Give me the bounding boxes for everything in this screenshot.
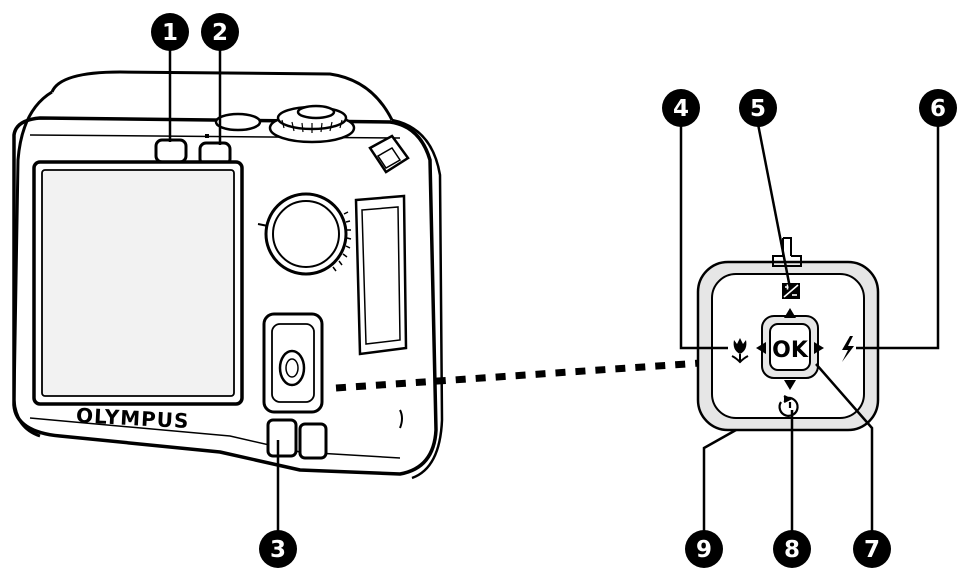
arrow-pad-enlarged: OK (696, 237, 880, 432)
callout-6-label: 6 (930, 96, 946, 122)
callout-8: 8 (773, 530, 811, 568)
callout-9-badge (685, 530, 723, 568)
callout-9-label: 9 (696, 537, 712, 563)
leader-lines (168, 40, 940, 534)
callout-4-badge (662, 89, 700, 127)
lcd-screen (32, 160, 244, 406)
callout-5-badge (739, 89, 777, 127)
callout-3-badge (259, 530, 297, 568)
brand-logo: OLYMPUS (76, 403, 190, 433)
top-dial (214, 104, 356, 144)
button-3-left[interactable] (266, 418, 298, 458)
callout-3-label: 3 (270, 537, 286, 563)
zoom-dial[interactable] (264, 192, 352, 276)
callout-2-label: 2 (212, 20, 228, 46)
callout-2-badge (201, 13, 239, 51)
exposure-compensation-icon (782, 283, 800, 299)
callout-8-label: 8 (784, 537, 800, 563)
arrow-down-icon[interactable] (784, 380, 796, 390)
camera-top-ridge (50, 70, 394, 121)
indicator-lamp (205, 134, 209, 138)
strap-eyelet (368, 134, 410, 174)
ok-button-label: OK (772, 338, 809, 363)
callout-6: 6 (919, 89, 957, 127)
self-timer-icon (778, 395, 799, 417)
callout-9: 9 (685, 530, 723, 568)
camera-bottom-bevel (29, 417, 401, 459)
camera-back (12, 70, 444, 480)
callout-5: 5 (739, 89, 777, 127)
callout-1: 1 (151, 13, 189, 51)
camera-arrow-pad[interactable] (262, 312, 324, 414)
macro-icon (731, 338, 749, 364)
callout-8-badge (773, 530, 811, 568)
camera-right-side (391, 118, 444, 480)
callout-2: 2 (201, 13, 239, 51)
callout-7-badge (853, 530, 891, 568)
flash-icon (842, 336, 854, 362)
callout-7-label: 7 (864, 537, 880, 563)
zoom-dial-knurl (332, 211, 352, 272)
callout-1-badge (151, 13, 189, 51)
zoom-connector (335, 358, 717, 392)
card-door (354, 194, 408, 356)
ok-button[interactable] (769, 323, 811, 371)
top-bump (214, 112, 262, 132)
callout-1-label: 1 (162, 20, 178, 46)
callout-6-badge (919, 89, 957, 127)
side-latch (399, 409, 403, 429)
button-3-right[interactable] (298, 422, 328, 460)
callout-4: 4 (662, 89, 700, 127)
arrow-left-icon[interactable] (756, 342, 766, 354)
arrow-right-icon[interactable] (814, 342, 824, 354)
camera-ok-button[interactable] (278, 349, 306, 387)
callout-5-label: 5 (750, 96, 766, 122)
callout-4-label: 4 (673, 96, 689, 122)
button-1[interactable] (154, 138, 188, 164)
dial-knurl (281, 119, 343, 133)
arrow-up-icon[interactable] (784, 308, 796, 318)
callout-7: 7 (853, 530, 891, 568)
callout-3: 3 (259, 530, 297, 568)
shutter-button (296, 104, 336, 120)
camera-back-panel (12, 116, 438, 476)
